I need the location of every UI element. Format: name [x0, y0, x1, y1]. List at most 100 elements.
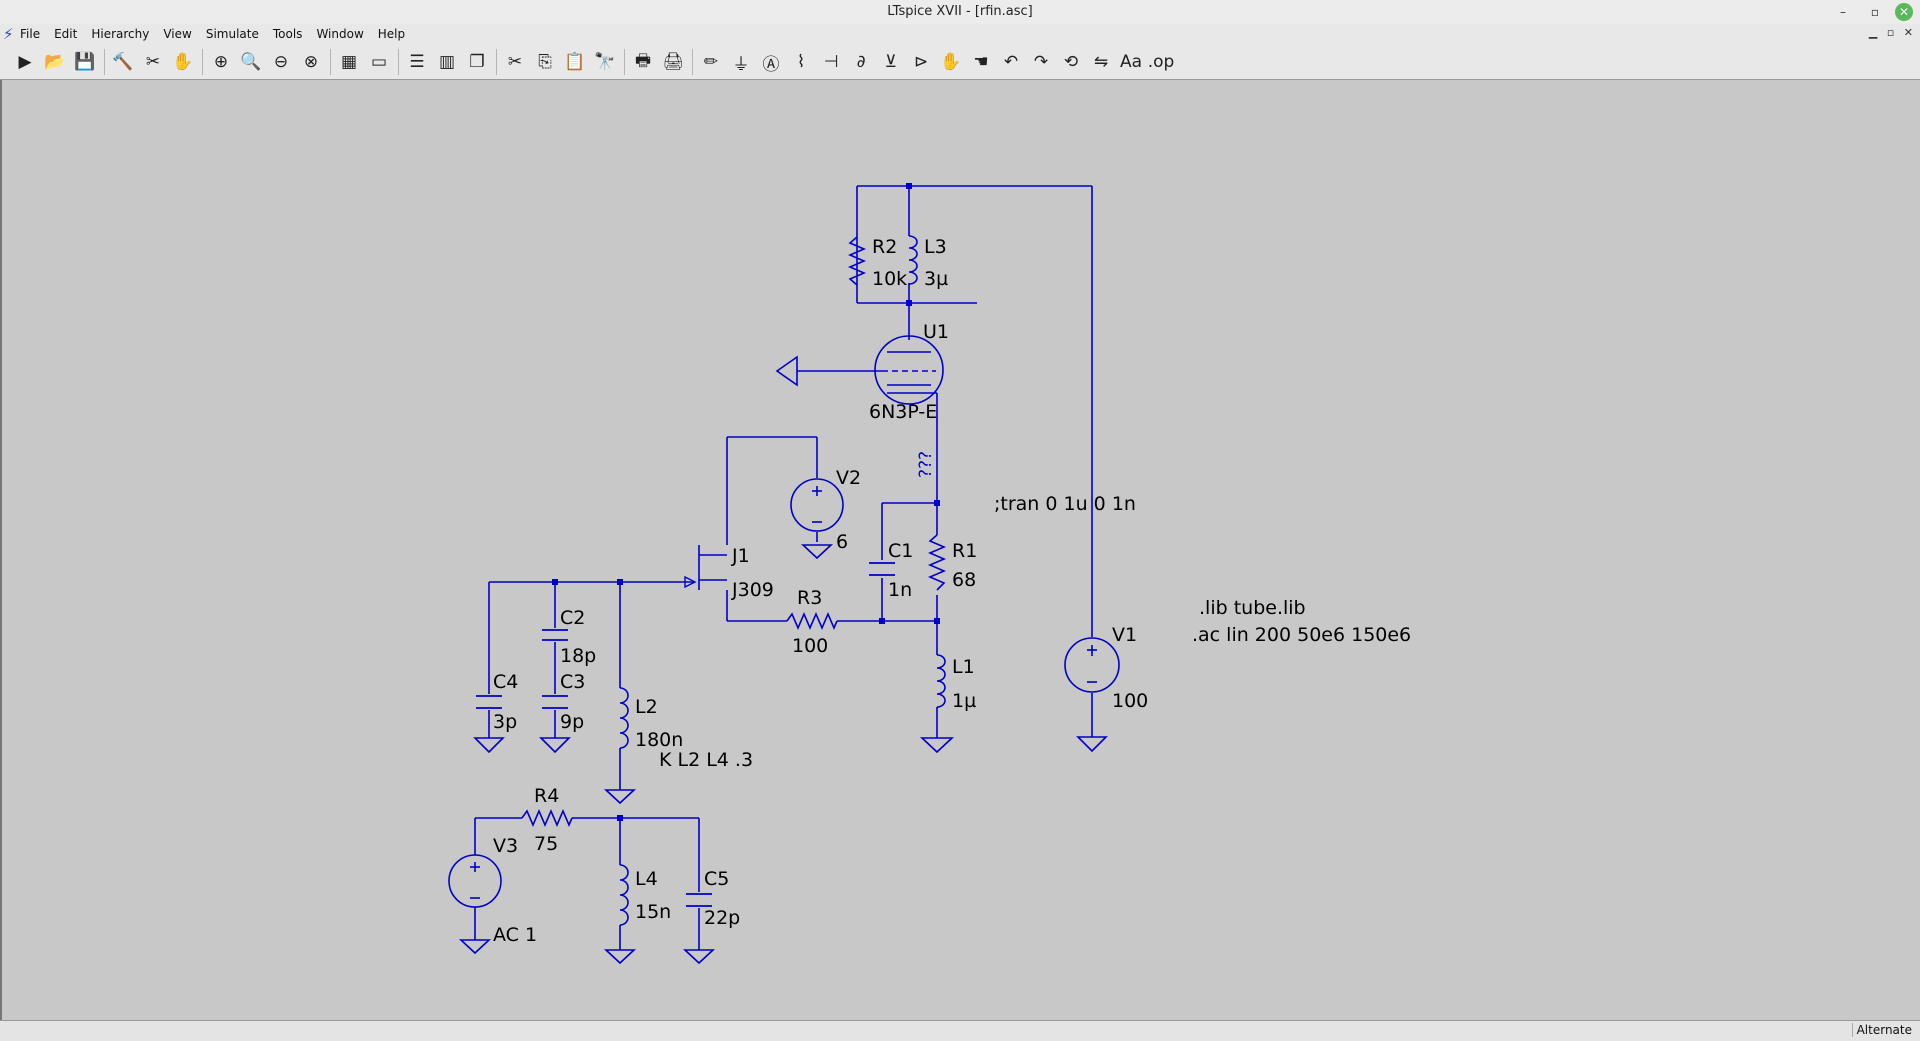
net-port-arrow[interactable]	[775, 355, 798, 387]
run-icon[interactable]: ▶	[18, 52, 32, 72]
ac-directive[interactable]: .ac lin 200 50e6 150e6	[1192, 624, 1411, 646]
cut-icon[interactable]: ✂	[507, 52, 523, 72]
child-window-controls[interactable]: ▁ ▫ ✕	[1868, 26, 1916, 39]
u1-name: U1	[923, 321, 949, 343]
capacitor-c2[interactable]	[542, 629, 568, 641]
control-panel-icon[interactable]: 🔨	[112, 52, 134, 72]
voltage-source-v2[interactable]	[790, 478, 844, 532]
open-icon[interactable]: 📂	[44, 52, 66, 72]
menu-hierarchy[interactable]: Hierarchy	[91, 27, 150, 41]
save-icon[interactable]: 💾	[74, 52, 96, 72]
redo-icon[interactable]: ↷	[1033, 52, 1049, 72]
inductor-l4[interactable]	[619, 864, 629, 926]
cascade-icon[interactable]: ❐	[469, 52, 485, 72]
title-bar: LTspice XVII - [rfin.asc] – ▫ ✕	[0, 0, 1920, 25]
halt-icon[interactable]: ✂	[145, 52, 161, 72]
zoom-fit-icon[interactable]: ⊗	[303, 52, 319, 72]
jfet-j1[interactable]	[684, 575, 697, 589]
close-button[interactable]: ✕	[1895, 3, 1913, 21]
find-icon[interactable]: 🔭	[594, 52, 616, 72]
r2-name: R2	[872, 236, 897, 258]
ground-icon[interactable]: ⏚	[732, 54, 750, 75]
text-icon[interactable]: Aa	[1119, 52, 1143, 72]
menu-tools[interactable]: Tools	[272, 27, 303, 41]
tube-u1[interactable]	[874, 335, 944, 405]
ltspice-logo-icon: ⚡	[3, 25, 14, 43]
c1-value: 1n	[888, 579, 912, 601]
print-icon[interactable]: 🖶	[634, 50, 652, 71]
toolbar: ▶ 📂 💾 🔨 ✂ ✋ ⊕ 🔍 ⊖ ⊗ ▦ ▭ ☰ ▥ ❐ ✂ ⎘ 📋 🔭 🖶 🖨 ✏ ⏚ Ⓐ ⌇ ⊣ ∂ ⊻ ⊳ ✋ ☚ ↶ ↷ ⟲ ⇋ Aa.op	[0, 44, 1920, 80]
print-preview-icon[interactable]: 🖨	[662, 52, 684, 72]
zoom-pan-icon[interactable]: 🔍	[240, 52, 262, 72]
paste-icon[interactable]: 📋	[564, 52, 586, 72]
maximize-button[interactable]: ▫	[1870, 5, 1880, 19]
resistor-icon[interactable]: ⌇	[796, 52, 806, 72]
component-icon[interactable]: ⊳	[913, 52, 929, 72]
ground-icon	[473, 737, 505, 754]
r3-name: R3	[797, 587, 822, 609]
voltage-source-v1[interactable]	[1064, 637, 1120, 693]
tile-horizontal-icon[interactable]: ☰	[409, 52, 425, 72]
spice-directive-icon[interactable]: .op	[1147, 52, 1175, 72]
rotate-icon[interactable]: ⟲	[1063, 52, 1079, 72]
l3-name: L3	[924, 236, 947, 258]
diode-icon[interactable]: ⊻	[884, 52, 898, 72]
autorange-icon[interactable]: ▦	[340, 52, 358, 72]
capacitor-c1[interactable]	[869, 562, 895, 576]
ground-icon	[1076, 736, 1108, 753]
coupling-directive[interactable]: K L2 L4 .3	[659, 749, 753, 771]
mirror-icon[interactable]: ⇋	[1093, 52, 1109, 72]
toolbar-separator	[330, 49, 331, 75]
v1-value: 100	[1112, 690, 1148, 712]
zoom-in-icon[interactable]: ⊕	[213, 52, 229, 72]
pan-icon[interactable]: ✋	[172, 52, 194, 72]
zoom-out-icon[interactable]: ⊖	[273, 52, 289, 72]
resistor-r1[interactable]	[927, 534, 947, 591]
u1-model: 6N3P-E	[869, 401, 937, 423]
minimize-button[interactable]: –	[1840, 5, 1846, 19]
clear-plot-icon[interactable]: ▭	[370, 52, 388, 72]
inductor-l3[interactable]	[908, 235, 918, 285]
copy-icon[interactable]: ⎘	[538, 52, 552, 72]
inductor-icon[interactable]: ∂	[856, 52, 866, 72]
tran-directive[interactable]: ;tran 0 1u 0 1n	[994, 493, 1136, 515]
label-net-icon[interactable]: Ⓐ	[762, 54, 780, 75]
toolbar-separator	[398, 49, 399, 75]
menu-help[interactable]: Help	[377, 27, 406, 41]
c5-name: C5	[704, 868, 729, 890]
capacitor-icon[interactable]: ⊣	[823, 52, 839, 72]
schematic-drawing[interactable]: R2 10k L3 3µ U1 6N3P-E V2 6 J1 J309 C1 1…	[2, 80, 1920, 1020]
schematic-canvas[interactable]: R2 10k L3 3µ U1 6N3P-E V2 6 J1 J309 C1 1…	[0, 80, 1920, 1020]
lib-directive[interactable]: .lib tube.lib	[1199, 597, 1306, 619]
menu-edit[interactable]: Edit	[54, 27, 78, 41]
capacitor-c4[interactable]	[476, 695, 502, 709]
resistor-r2[interactable]	[847, 236, 867, 286]
drag-icon[interactable]: ☚	[973, 52, 989, 72]
undo-icon[interactable]: ↶	[1003, 52, 1019, 72]
ground-icon	[458, 939, 492, 955]
menu-view[interactable]: View	[163, 27, 192, 41]
menu-list: File Edit Hierarchy View Simulate Tools …	[20, 27, 419, 41]
menu-file[interactable]: File	[20, 27, 41, 41]
menu-simulate[interactable]: Simulate	[205, 27, 259, 41]
l2-name: L2	[635, 696, 658, 718]
r3-value: 100	[792, 635, 828, 657]
voltage-source-v3[interactable]	[448, 854, 502, 908]
toolbar-separator	[202, 49, 203, 75]
resistor-r4[interactable]	[521, 808, 573, 828]
inductor-l2[interactable]	[619, 687, 629, 749]
draw-wire-icon[interactable]: ✏	[703, 52, 719, 72]
capacitor-c3[interactable]	[542, 695, 568, 709]
tile-vertical-icon[interactable]: ▥	[438, 52, 456, 72]
l1-name: L1	[952, 656, 975, 678]
ground-icon	[603, 949, 637, 965]
menu-window[interactable]: Window	[316, 27, 364, 41]
c3-value: 9p	[560, 711, 584, 733]
unnamed-net-label[interactable]: ???	[916, 451, 936, 478]
capacitor-c5[interactable]	[686, 893, 712, 907]
move-icon[interactable]: ✋	[940, 52, 962, 72]
j1-model: J309	[731, 579, 774, 601]
r2-value: 10k	[872, 268, 907, 290]
inductor-l1[interactable]	[936, 654, 946, 708]
resistor-r3[interactable]	[786, 611, 838, 631]
